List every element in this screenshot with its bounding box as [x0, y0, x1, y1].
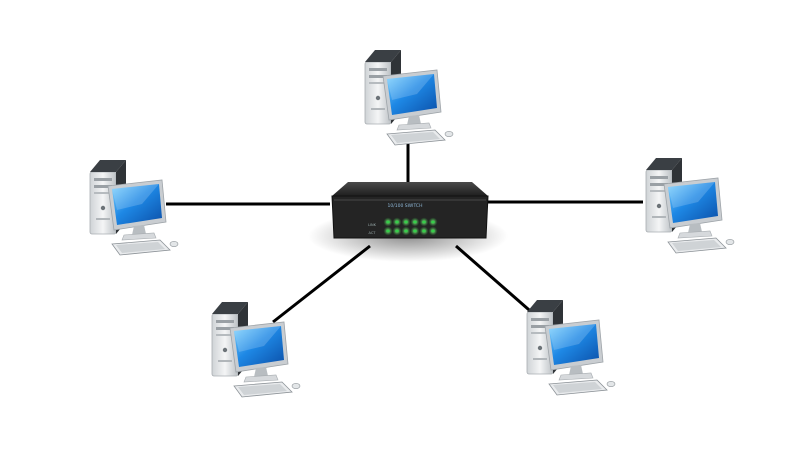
status-led	[395, 220, 399, 224]
computer-top	[364, 49, 454, 146]
switch-status-leds	[383, 217, 438, 236]
status-led	[422, 229, 426, 233]
link-hub-bottom-right	[455, 244, 537, 318]
computer-right	[645, 157, 735, 254]
status-led	[395, 229, 399, 233]
status-led	[386, 229, 390, 233]
status-led	[413, 220, 417, 224]
svg-text:LINK: LINK	[368, 223, 377, 227]
status-led	[431, 220, 435, 224]
status-led	[422, 220, 426, 224]
status-led	[404, 229, 408, 233]
status-led	[386, 220, 390, 224]
computer-left	[89, 159, 179, 256]
computer-bottom-right	[526, 299, 616, 396]
status-led	[431, 229, 435, 233]
computer-bottom-left	[211, 301, 301, 398]
status-led	[413, 229, 417, 233]
switch-label: 10/100 SWITCH	[388, 203, 423, 209]
network-links	[166, 136, 643, 324]
link-hub-bottom-left	[272, 244, 371, 324]
network-switch: 10/100 SWITCH LINK ACT	[308, 182, 508, 262]
svg-text:ACT: ACT	[369, 231, 377, 235]
status-led	[404, 220, 408, 224]
